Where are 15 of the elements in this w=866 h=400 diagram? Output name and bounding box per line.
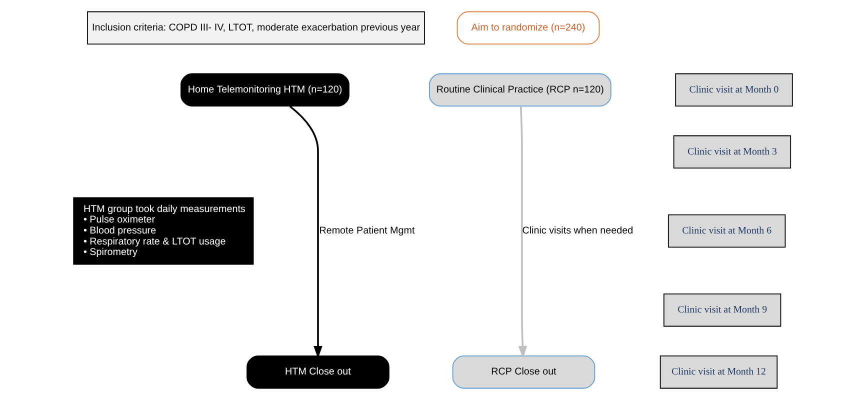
node-box: RCP Close out (452, 355, 596, 389)
node-box: Routine Clinical Practice (RCP n=120) (428, 73, 612, 107)
node-box: Clinic visit at Month 9 (663, 293, 782, 327)
node-box: Aim to randomize (n=240) (456, 11, 600, 45)
node-box: Clinic visit at Month 6 (668, 214, 786, 248)
edge-label: Remote Patient Mgmt (319, 226, 415, 237)
arrow (518, 106, 528, 359)
node-box: Clinic visit at Month 0 (675, 73, 793, 107)
node-box: Inclusion criteria: COPD III- IV, LTOT, moderate exacerbation previous year (87, 11, 425, 45)
node-box: Home Telemonitoring HTM (n=120) (180, 73, 350, 107)
edge-label: Clinic visits when needed (522, 226, 634, 237)
node-box: HTM Close out (246, 355, 390, 389)
node-box: HTM group took daily measurements • Pulse oximeter • Blood pressure • Respiratory rate & LTOT usage • Spirometry (73, 197, 254, 265)
node-box: Clinic visit at Month 3 (673, 135, 792, 169)
node-box: Clinic visit at Month 12 (660, 355, 778, 389)
